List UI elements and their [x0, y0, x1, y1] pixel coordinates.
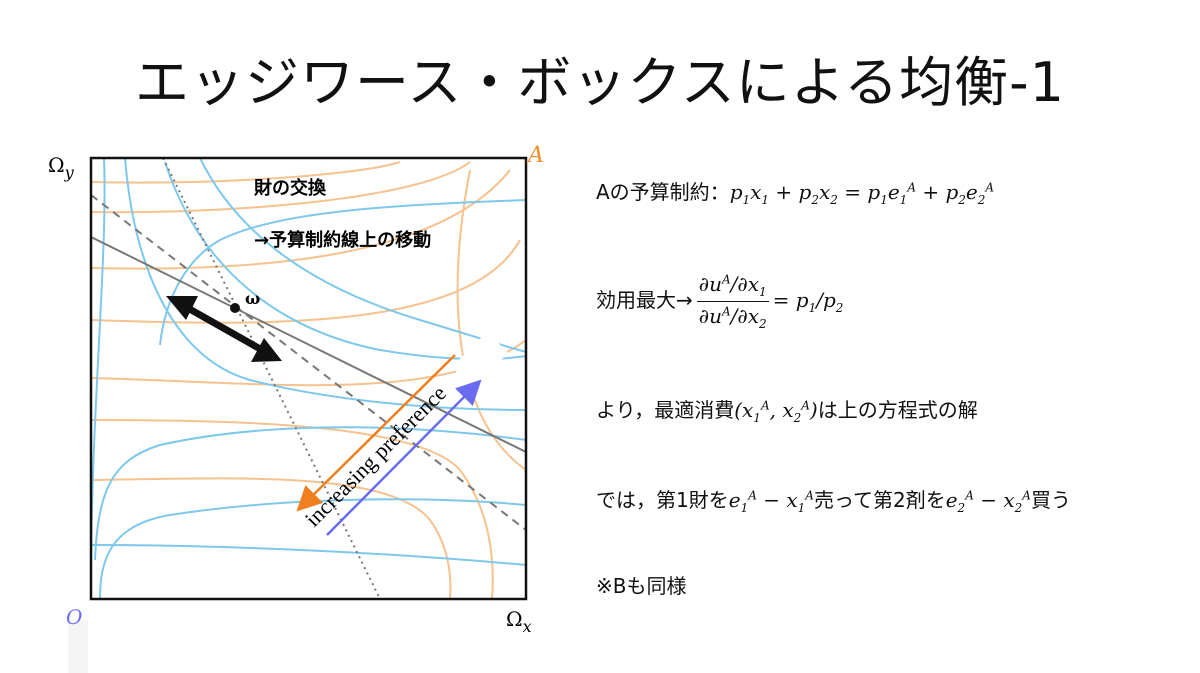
buy-amount: e2A − x2A — [945, 488, 1031, 515]
optimal-suffix: は上の方程式の解 — [817, 398, 978, 422]
mrs-fraction: ∂uA/∂x1∂uA/∂x2 — [696, 272, 769, 331]
budget-constraint-line: Aの予算制約：p1x1 + p2x2 = p1e1A + p2e2A — [596, 176, 994, 207]
price-ratio: = p1/p2 — [772, 288, 844, 315]
slide-title: エッジワース・ボックスによる均衡-1 — [135, 51, 1065, 114]
optimal-bundle: (x1A, x2A) — [734, 398, 818, 425]
dotted-line — [162, 158, 381, 599]
budget-prefix: Aの予算制約： — [596, 180, 730, 204]
trade-double-arrow — [166, 296, 282, 362]
annotation-budget-move: →予算制約線上の移動 — [254, 229, 431, 251]
trade-suffix: 買う — [1030, 488, 1071, 512]
optimal-consumption-line: より，最適消費(x1A, x2A)は上の方程式の解 — [596, 394, 978, 425]
endowment-label: ω — [245, 289, 260, 308]
corner-A-label: A — [526, 143, 544, 168]
trade-line: では，第1財をe1A − x1A売って第2剤をe2A − x2A買う — [596, 484, 1071, 515]
trade-mid: 売って第2剤を — [813, 488, 946, 512]
blue-preference-arrow — [326, 379, 482, 536]
budget-line — [91, 236, 526, 453]
indifference-curves-A — [91, 161, 526, 599]
annotation-exchange: 財の交換 — [254, 177, 327, 199]
omega-x-label: Ωx — [506, 607, 532, 636]
dashed-line — [91, 194, 526, 531]
orange-preference-arrow — [296, 354, 456, 512]
origin-O-label: O — [66, 605, 82, 629]
utility-max-line: 効用最大→∂uA/∂x1∂uA/∂x2= p1/p2 — [596, 272, 843, 331]
decorative-strip — [68, 620, 88, 673]
trade-prefix: では，第1財を — [596, 488, 729, 512]
b-note: ※Bも同様 — [596, 574, 687, 598]
budget-equation: p1x1 + p2x2 = p1e1A + p2e2A — [729, 180, 995, 207]
sell-amount: e1A − x1A — [728, 488, 814, 515]
edgeworth-box-frame — [89, 156, 528, 601]
endowment-point — [230, 303, 240, 313]
optimal-prefix: より，最適消費 — [596, 398, 735, 422]
utility-prefix: 効用最大→ — [596, 288, 693, 312]
omega-y-label: Ωy — [48, 153, 75, 182]
